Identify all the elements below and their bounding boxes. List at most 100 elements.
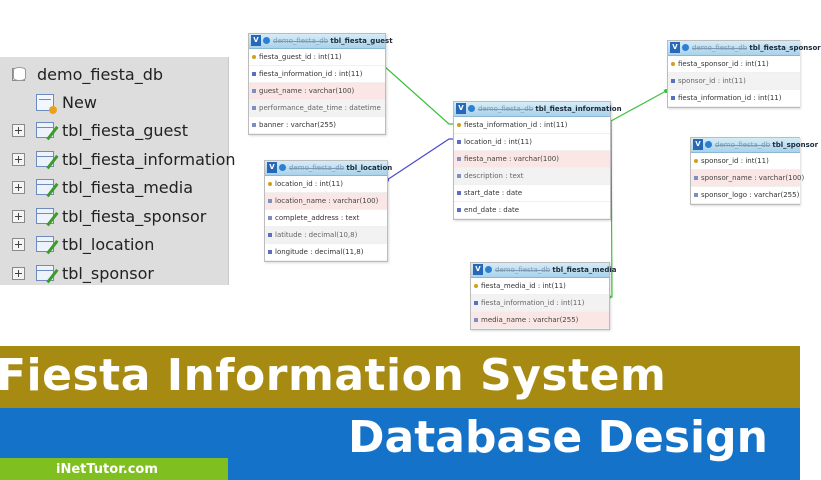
table-header[interactable]: V demo_fiesta_db tbl_fiesta_information	[454, 102, 622, 117]
expand-icon[interactable]	[12, 209, 25, 223]
column-icon	[474, 318, 478, 322]
tree-item-tbl-location[interactable]: tbl_location	[0, 230, 228, 258]
table-icon	[36, 265, 54, 281]
relation-location-information	[386, 138, 453, 181]
tree-item-label: tbl_fiesta_media	[62, 177, 194, 197]
toggle-icon[interactable]: V	[251, 35, 261, 46]
table-header[interactable]: V demo_fiesta_db tbl_fiesta_sponsor	[668, 41, 821, 56]
column-row[interactable]: fiesta_guest_id : int(11)	[249, 49, 385, 66]
table-title: demo_fiesta_db tbl_fiesta_information	[478, 105, 622, 113]
table-info-icon[interactable]	[682, 44, 689, 51]
toggle-icon[interactable]: V	[473, 264, 483, 275]
column-row[interactable]: location_name : varchar(100)	[265, 193, 387, 210]
primary-key-icon	[694, 159, 698, 163]
table-header[interactable]: V demo_fiesta_db tbl_location	[265, 161, 392, 176]
column-row[interactable]: banner : varchar(255)	[249, 117, 385, 134]
tree-item-tbl-fiesta-information[interactable]: tbl_fiesta_information	[0, 145, 236, 173]
column-row[interactable]: performance_date_time : datetime	[249, 100, 385, 117]
banner-subtitle: Database Design	[348, 412, 768, 463]
table-info-icon[interactable]	[485, 266, 492, 273]
table-tbl-sponsor[interactable]: V demo_fiesta_db tbl_sponsor sponsor_id …	[690, 137, 818, 205]
column-icon	[457, 208, 461, 212]
table-tbl-location[interactable]: V demo_fiesta_db tbl_location location_i…	[264, 160, 392, 262]
index-icon	[671, 96, 675, 100]
column-row[interactable]: latitude : decimal(10,8)	[265, 227, 387, 244]
primary-key-icon	[457, 123, 461, 127]
index-icon	[457, 140, 461, 144]
column-row[interactable]: start_date : date	[454, 185, 610, 202]
column-row[interactable]: complete_address : text	[265, 210, 387, 227]
index-icon	[252, 72, 256, 76]
table-icon	[36, 208, 54, 224]
column-row[interactable]: sponsor_id : int(11)	[668, 73, 800, 90]
toggle-icon[interactable]: V	[670, 42, 680, 53]
column-row[interactable]: sponsor_id : int(11)	[691, 153, 800, 170]
table-info-icon[interactable]	[468, 105, 475, 112]
tree-item-label: tbl_fiesta_sponsor	[62, 206, 207, 226]
table-icon	[36, 236, 54, 252]
column-icon	[694, 193, 698, 197]
column-icon	[268, 250, 272, 254]
new-table-icon	[36, 93, 57, 114]
table-title: demo_fiesta_db tbl_fiesta_guest	[273, 37, 393, 45]
expand-icon[interactable]	[12, 180, 25, 194]
expand-icon[interactable]	[12, 237, 25, 251]
column-row[interactable]: fiesta_information_id : int(11)	[454, 117, 610, 134]
table-info-icon[interactable]	[279, 164, 286, 171]
column-icon	[457, 157, 461, 161]
table-info-icon[interactable]	[263, 37, 270, 44]
primary-key-icon	[671, 62, 675, 66]
expand-icon[interactable]	[12, 266, 25, 280]
column-row[interactable]: fiesta_information_id : int(11)	[471, 295, 609, 312]
index-icon	[474, 301, 478, 305]
toggle-icon[interactable]: V	[456, 103, 466, 114]
table-info-icon[interactable]	[705, 141, 712, 148]
table-header[interactable]: V demo_fiesta_db tbl_sponsor	[691, 138, 818, 153]
tree-item-tbl-sponsor[interactable]: tbl_sponsor	[0, 259, 228, 287]
column-row[interactable]: sponsor_name : varchar(100)	[691, 170, 804, 187]
table-icon	[36, 151, 54, 167]
title-banner	[0, 346, 800, 408]
table-header[interactable]: V demo_fiesta_db tbl_fiesta_guest	[249, 34, 393, 49]
table-tbl-fiesta-media[interactable]: V demo_fiesta_db tbl_fiesta_media fiesta…	[470, 262, 616, 330]
tree-item-new[interactable]: New	[0, 88, 228, 116]
column-row[interactable]: fiesta_name : varchar(100)	[454, 151, 610, 168]
toggle-icon[interactable]: V	[267, 162, 277, 173]
table-header[interactable]: V demo_fiesta_db tbl_fiesta_media	[471, 263, 616, 278]
tree-root-demo-fiesta-db[interactable]: demo_fiesta_db	[0, 60, 228, 88]
primary-key-icon	[252, 55, 256, 59]
column-row[interactable]: location_id : int(11)	[265, 176, 387, 193]
tree-item-label: tbl_sponsor	[62, 263, 154, 283]
column-row[interactable]: longitude : decimal(11,8)	[265, 244, 387, 261]
table-tbl-fiesta-sponsor[interactable]: V demo_fiesta_db tbl_fiesta_sponsor fies…	[667, 40, 821, 108]
table-tbl-fiesta-information[interactable]: V demo_fiesta_db tbl_fiesta_information …	[453, 101, 622, 220]
tree-item-tbl-fiesta-sponsor[interactable]: tbl_fiesta_sponsor	[0, 202, 228, 230]
table-icon	[36, 179, 54, 195]
database-tree: demo_fiesta_db New tbl_fiesta_guest tbl_…	[0, 57, 236, 287]
primary-key-icon	[268, 182, 272, 186]
column-row[interactable]: fiesta_information_id : int(11)	[668, 90, 800, 107]
column-row[interactable]: end_date : date	[454, 202, 610, 219]
column-row[interactable]: guest_name : varchar(100)	[249, 83, 385, 100]
column-icon	[252, 123, 256, 127]
column-row[interactable]: fiesta_sponsor_id : int(11)	[668, 56, 800, 73]
relation-information-sponsor	[610, 90, 667, 122]
column-row[interactable]: description : text	[454, 168, 610, 185]
tree-item-tbl-fiesta-guest[interactable]: tbl_fiesta_guest	[0, 116, 228, 144]
column-row[interactable]: sponsor_logo : varchar(255)	[691, 187, 800, 204]
column-row[interactable]: fiesta_information_id : int(11)	[249, 66, 385, 83]
column-row[interactable]: fiesta_media_id : int(11)	[471, 278, 609, 295]
tree-item-tbl-fiesta-media[interactable]: tbl_fiesta_media	[0, 173, 228, 201]
index-icon	[671, 79, 675, 83]
toggle-icon[interactable]: V	[693, 139, 703, 150]
column-icon	[268, 216, 272, 220]
column-row[interactable]: location_id : int(11)	[454, 134, 610, 151]
tree-item-label: New	[62, 92, 97, 112]
column-icon	[457, 191, 461, 195]
column-icon	[252, 89, 256, 93]
expand-icon[interactable]	[12, 152, 25, 166]
expand-icon[interactable]	[12, 123, 25, 137]
column-row[interactable]: media_name : varchar(255)	[471, 312, 609, 329]
table-tbl-fiesta-guest[interactable]: V demo_fiesta_db tbl_fiesta_guest fiesta…	[248, 33, 393, 135]
column-icon	[252, 106, 256, 110]
